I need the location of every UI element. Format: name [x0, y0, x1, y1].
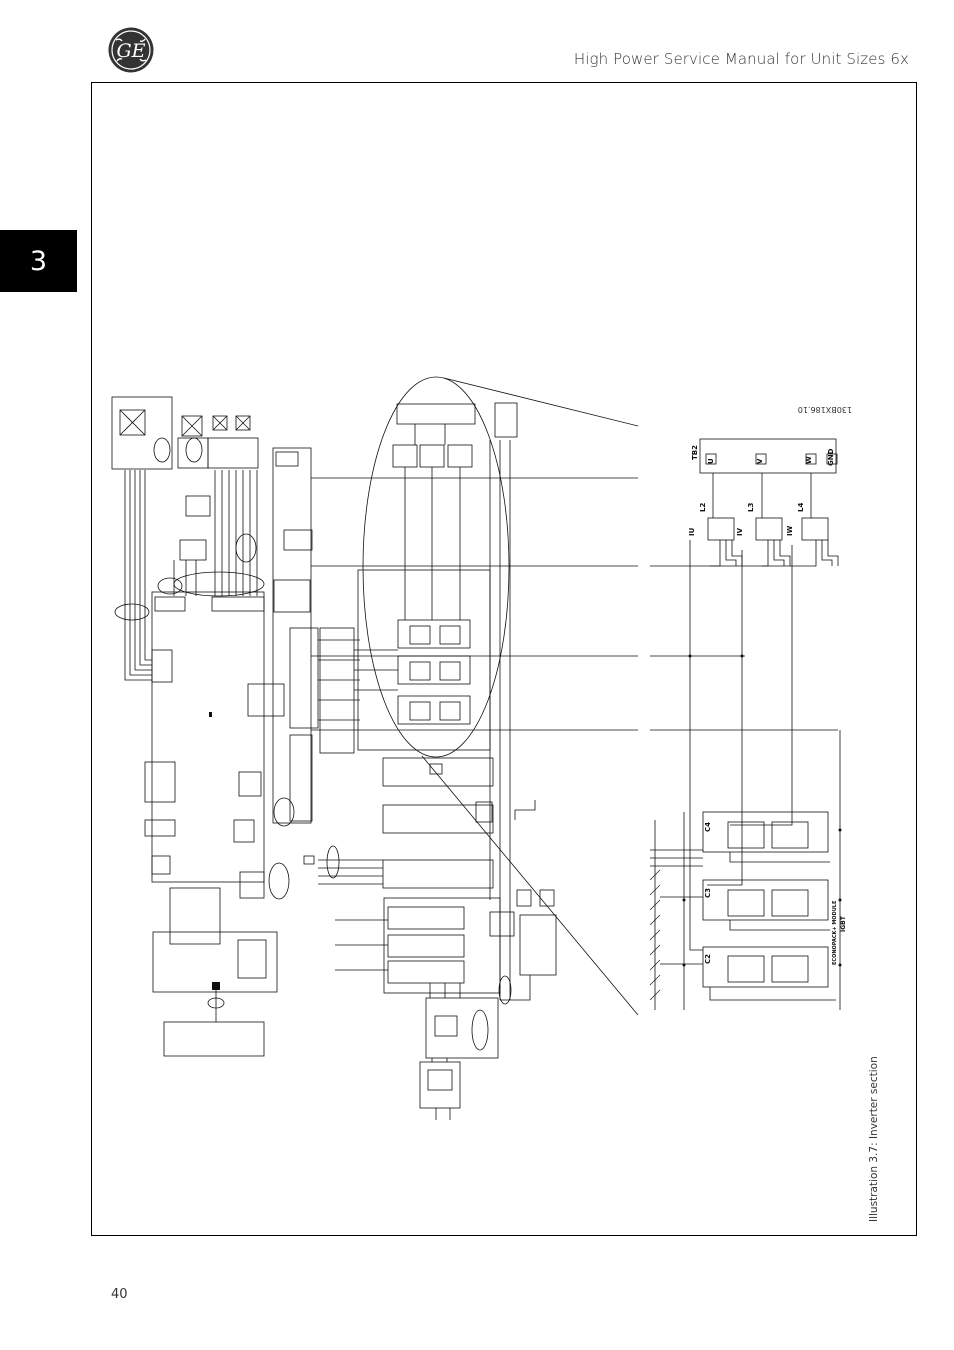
page-number: 40 [111, 1287, 128, 1302]
tb2-label: TB2 [691, 445, 699, 460]
drawing-number: 130BX186.10 [798, 405, 852, 414]
figure-frame [91, 82, 917, 1236]
module-label: ECONOPACK+ MODULE [832, 900, 838, 965]
l2-label: L2 [699, 503, 707, 512]
w-terminal-label: W [805, 456, 813, 464]
v-terminal-label: V [756, 458, 764, 464]
u-terminal-label: U [707, 458, 715, 464]
gnd-terminal-label: GND [827, 448, 835, 466]
iv-label: IV [736, 527, 744, 536]
c3-label: C3 [704, 888, 712, 898]
c2-label: C2 [704, 954, 712, 964]
logo-text: GE [116, 40, 145, 62]
l3-label: L3 [747, 503, 755, 512]
iu-label: IU [688, 527, 696, 536]
c4-label: C4 [704, 822, 712, 832]
ge-logo: GE [107, 26, 155, 74]
header-title: High Power Service Manual for Unit Sizes… [573, 50, 909, 68]
figure-caption: Illustration 3.7: Inverter section [868, 1056, 880, 1222]
igbt-label: IGBT [840, 915, 847, 932]
iw-label: IW [786, 525, 794, 536]
chapter-tab: 3 [0, 230, 77, 292]
l4-label: L4 [797, 503, 805, 512]
